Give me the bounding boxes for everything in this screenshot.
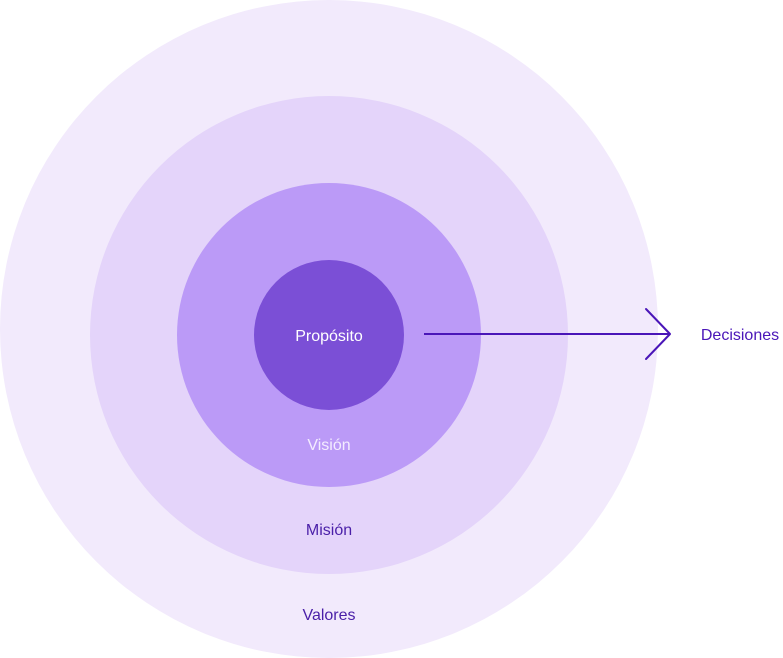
label-decisiones: Decisiones bbox=[701, 327, 779, 344]
label-proposito: Propósito bbox=[295, 328, 363, 345]
ring-proposito bbox=[254, 260, 404, 410]
label-valores: Valores bbox=[302, 607, 355, 624]
label-mision: Misión bbox=[306, 522, 352, 539]
label-vision: Visión bbox=[307, 437, 350, 454]
arrow-to-decisiones bbox=[424, 308, 671, 360]
